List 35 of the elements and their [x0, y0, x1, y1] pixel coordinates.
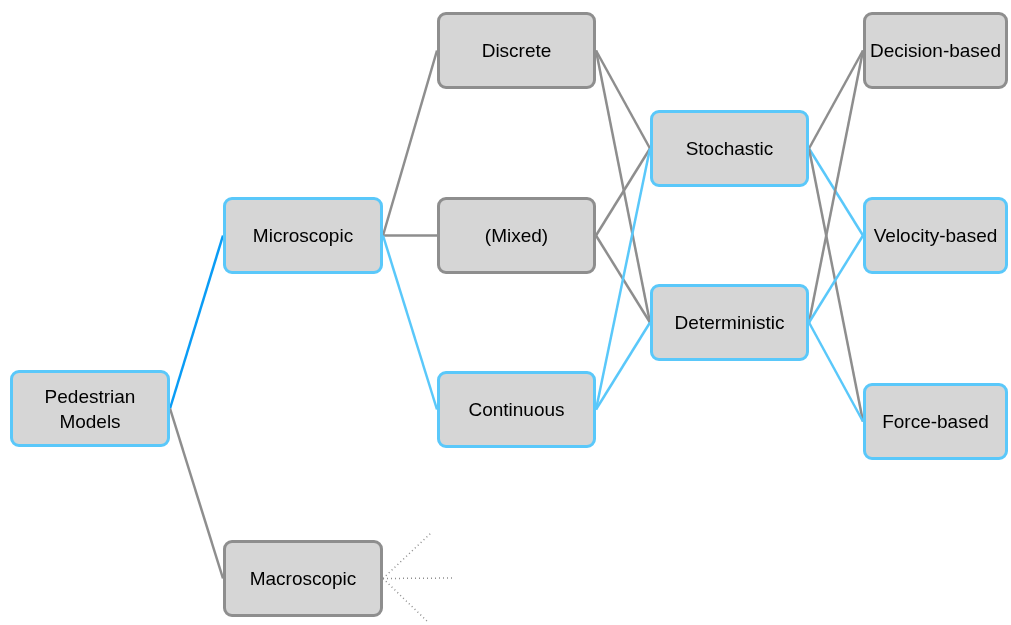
connector-line [381, 50, 439, 236]
category-box [10, 370, 170, 447]
category-label: Stochastic [684, 137, 775, 161]
category-box [437, 197, 596, 274]
dotted-line [382, 577, 429, 623]
connector-line [381, 235, 439, 410]
category-label: Discrete [480, 39, 553, 63]
category-box [223, 540, 383, 617]
category-label: (Mixed) [483, 224, 550, 248]
category-label: Velocity-based [872, 224, 999, 248]
category-box [650, 110, 809, 187]
connector-line [168, 408, 225, 579]
category-box [223, 197, 383, 274]
category-label: Continuous [467, 398, 566, 422]
category-label: Force-based [881, 410, 990, 434]
category-box [650, 284, 809, 361]
connector-line [594, 49, 652, 150]
connector-line [807, 234, 865, 324]
category-box [863, 383, 1008, 460]
connector-line [594, 321, 652, 411]
category-box [437, 12, 596, 89]
connector-line [807, 49, 865, 150]
category-box [437, 371, 596, 448]
connector-line [594, 234, 652, 324]
category-label: Deterministic [673, 311, 786, 335]
connector-line [168, 235, 225, 409]
connector-line [807, 321, 865, 423]
connector-line [383, 234, 437, 237]
category-label: Decision-based [869, 39, 1002, 63]
category-label: Macroscopic [248, 567, 358, 591]
category-box [863, 197, 1008, 274]
connector-line [807, 147, 865, 237]
category-box [863, 12, 1008, 89]
category-label: Microscopic [251, 224, 355, 248]
category-label: Pedestrian Models [43, 384, 137, 434]
